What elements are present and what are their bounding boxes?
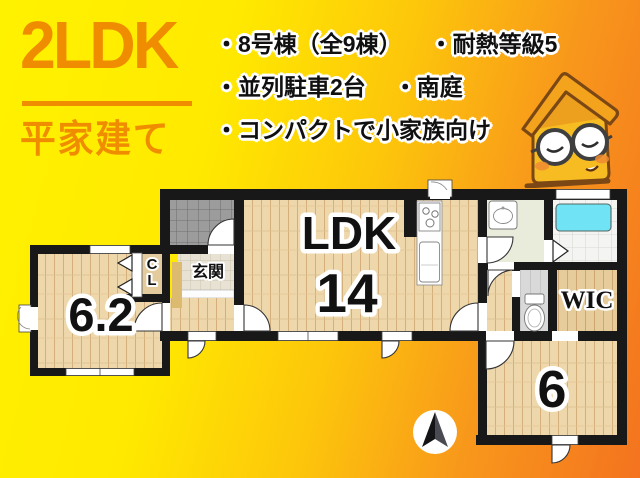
south-door-arc-west (187, 340, 206, 359)
mascot-underroof (535, 90, 604, 129)
building-style-subtitle: 平家建て (20, 119, 171, 161)
room-labels: LDK 14 6.2 6 WIC 玄関 C L (64, 203, 616, 424)
house-character-with-glasses-icon (521, 72, 620, 188)
bedroom-west-door-arc (133, 302, 163, 332)
folding-doors (116, 238, 570, 298)
bullet-row-1: ・8号棟（全9棟） ・耐熱等級5 (215, 25, 557, 59)
bullet-compact: ・コンパクトで小家族向け (215, 117, 491, 143)
door-hall-south (187, 331, 217, 341)
mascot-roof (521, 72, 620, 138)
mascot-mouth (585, 165, 599, 172)
windows (17, 179, 611, 445)
bullet-row-2: ・並列駐車2台 ・南庭 (215, 68, 557, 102)
bath-door-icon (552, 238, 570, 264)
room-label-genkan: 玄関 (192, 262, 224, 281)
room-size-bedroom-south: 6 (538, 361, 567, 419)
hall-to-ldk-door-arc (243, 304, 271, 332)
room-label-wic: WIC (561, 287, 614, 314)
shoe-cabinet (172, 262, 182, 308)
room-size-bedroom-west: 6.2 (68, 288, 133, 341)
stove (418, 202, 441, 232)
toilet-tank (524, 293, 545, 305)
ldk-to-hallway-door-arc (449, 302, 479, 332)
north-arrow-icon (413, 410, 457, 454)
front-door-arc (207, 218, 235, 246)
closet-door-left-icon (116, 277, 133, 297)
window-bathroom (555, 189, 611, 200)
bathtub (555, 203, 612, 232)
closet-door-left-icon (116, 253, 133, 273)
mascot-eye-left (546, 146, 564, 153)
door-ldk-south (381, 331, 413, 341)
bullet-south-garden: ・南庭 (393, 74, 463, 100)
faucet-icon (501, 206, 505, 210)
room-label-ldk: LDK (302, 207, 397, 259)
washroom-to-hall-door-arc (487, 269, 515, 297)
window-gaps (30, 190, 450, 330)
mascot-ground-line (524, 178, 611, 188)
door-openings (162, 237, 578, 341)
mascot-eye-right (581, 141, 599, 148)
window-bedroom-west-top (89, 245, 131, 254)
bullet-parking: ・並列駐車2台 (215, 74, 366, 100)
toilet-bowl (524, 304, 545, 332)
closet-label-l: L (147, 272, 156, 289)
room-size-ldk: 14 (316, 262, 378, 324)
mascot-blush-right (595, 154, 609, 164)
closet-door-panel (131, 252, 143, 298)
ldk-to-washroom-door-arc (486, 236, 514, 264)
mascot-blush-left (535, 161, 549, 171)
kitchen-sink (419, 241, 440, 283)
title-divider (22, 101, 192, 106)
bedroom-south-door-arc (485, 340, 515, 370)
wic-floor (557, 268, 617, 332)
closet-label-c: C (147, 256, 158, 273)
bullet-row-3: ・コンパクトで小家族向け (215, 111, 557, 145)
bullet-unit-number: ・8号棟（全9棟） (215, 31, 402, 57)
mascot-glasses (530, 123, 613, 166)
genkan-step (177, 289, 235, 299)
south-door-arc-east (381, 340, 400, 359)
genkan-floor (178, 252, 234, 292)
layout-type-title: 2LDK (20, 8, 179, 83)
feature-bullet-list: ・8号棟（全9棟） ・耐熱等級5 ・並列駐車2台 ・南庭 ・コンパクトで小家族向… (215, 25, 557, 145)
bedroom-south-exterior-arc (551, 444, 571, 464)
fixtures (416, 200, 612, 332)
bullet-heat-grade: ・耐熱等級5 (429, 31, 558, 57)
door-bedroom-south (551, 435, 579, 445)
door-arcs (133, 218, 571, 464)
